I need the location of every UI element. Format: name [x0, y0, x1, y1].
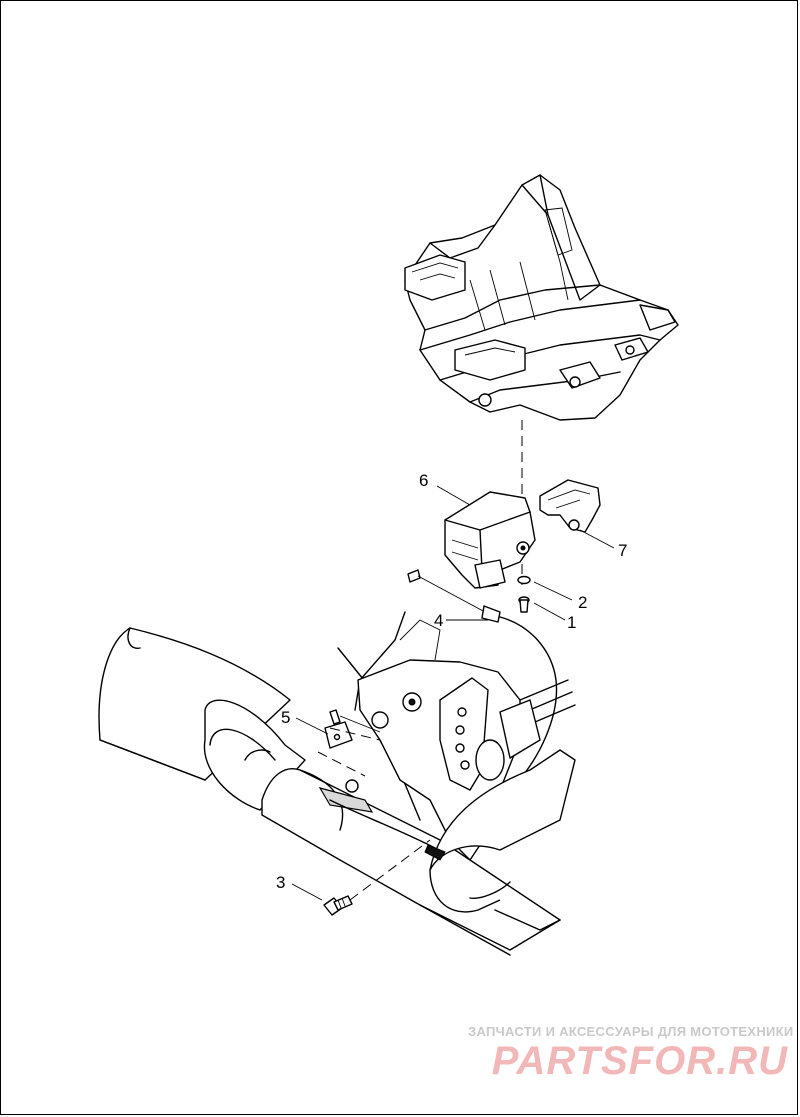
control-module: [444, 491, 536, 589]
bolt: [323, 895, 353, 916]
alignment-line-clamp-lower: [317, 751, 366, 777]
callout-part-1: 1: [567, 613, 576, 632]
screw: [518, 596, 530, 613]
washer: [517, 575, 531, 585]
battery-tray: [404, 174, 679, 421]
watermark-tagline: ЗАПЧАСТИ И АКСЕССУАРЫ ДЛЯ МОТОТЕХНИКИ: [468, 1024, 794, 1039]
watermark-brand: PARTSFOR.RU: [491, 1039, 788, 1083]
alignment-line-clamp: [329, 727, 381, 741]
callout-part-3: 3: [276, 873, 285, 892]
clamp-bracket: [324, 709, 381, 749]
callout-part-2: 2: [578, 593, 587, 612]
muffler: [98, 627, 576, 956]
leader-lines: [291, 485, 615, 901]
callout-part-5: 5: [281, 708, 290, 727]
cable-harness: [407, 569, 558, 791]
bracket: [539, 479, 601, 533]
callout-part-6: 6: [419, 471, 428, 490]
callout-part-7: 7: [618, 541, 627, 560]
watermark: ЗАПЧАСТИ И АКСЕССУАРЫ ДЛЯ МОТОТЕХНИКИ PA…: [468, 1024, 794, 1083]
callout-part-4: 4: [434, 611, 443, 630]
alignment-line-bolt: [349, 839, 431, 901]
